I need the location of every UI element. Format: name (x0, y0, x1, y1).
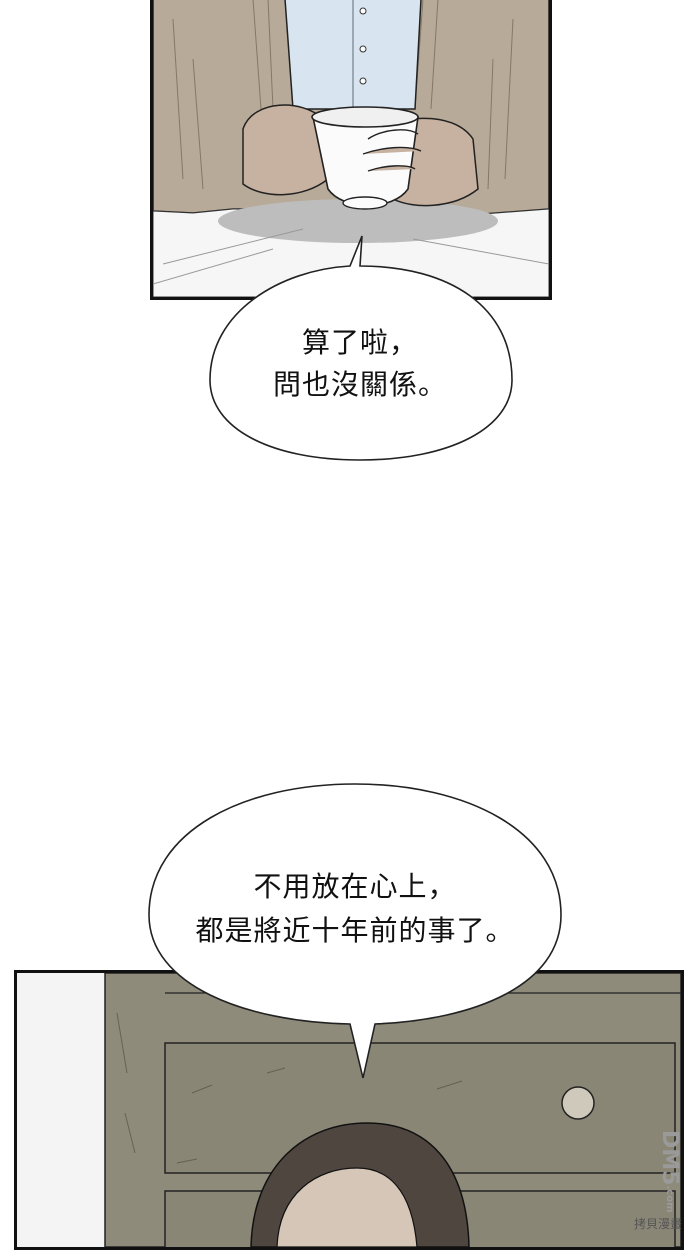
bubble-2-line-2: 都是將近十年前的事了。 (195, 914, 515, 947)
watermark-domain: .com (664, 1185, 675, 1213)
comic-panel-bottom (14, 970, 684, 1250)
bubble-2-line-1: 不用放在心上， (253, 870, 457, 903)
panel-top-illustration (153, 0, 549, 297)
watermark-site-name: DM5 (657, 1130, 682, 1186)
comic-panel-top (150, 0, 552, 300)
bubble-1-line-1: 算了啦， (301, 326, 418, 359)
speech-bubble-1: 算了啦， 問也沒關係。 (200, 232, 520, 468)
speech-bubble-1-shape (209, 235, 513, 461)
bubble-1-line-2: 問也沒關係。 (272, 368, 447, 401)
watermark-site: DM5.com (652, 1130, 682, 1213)
watermark-caption: 拷貝漫畫 (633, 1217, 682, 1231)
speech-bubble-2: 不用放在心上， 都是將近十年前的事了。 (145, 780, 565, 1085)
speech-bubble-2-shape (148, 783, 562, 1079)
